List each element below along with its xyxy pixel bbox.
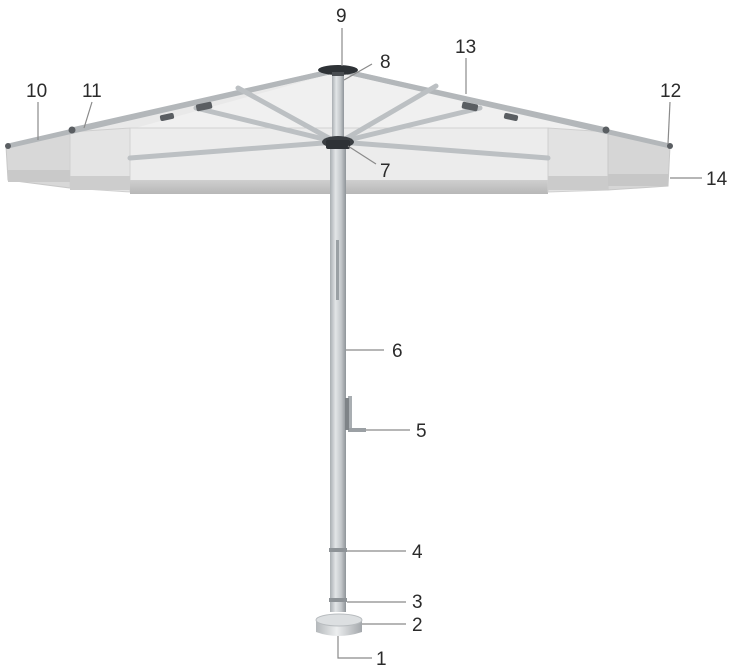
crank-mount — [345, 398, 349, 430]
rib-tip — [602, 126, 610, 134]
strut-right-front — [337, 83, 439, 145]
callout-13: 13 — [455, 37, 476, 58]
top-hub-cap — [318, 65, 358, 75]
leader-12 — [667, 101, 671, 145]
callout-6: 6 — [392, 341, 403, 362]
strut-left-mid — [193, 105, 339, 145]
runner-hub-body — [326, 140, 350, 149]
pole-label-strip — [336, 240, 339, 300]
callout-7: 7 — [380, 161, 391, 182]
callout-1: 1 — [376, 649, 387, 668]
callout-5: 5 — [416, 421, 427, 442]
valance-right-band — [548, 176, 608, 190]
rib-tip — [5, 143, 11, 149]
rib-right-outer — [335, 67, 673, 149]
callout-10: 10 — [26, 81, 47, 102]
crank-arm — [348, 396, 352, 432]
rib-joint — [159, 112, 175, 122]
callout-3: 3 — [412, 592, 423, 613]
crank-grip — [348, 428, 366, 432]
base — [315, 613, 363, 636]
rib-joint — [503, 112, 519, 122]
callout-14: 14 — [706, 169, 728, 190]
pole — [330, 142, 346, 612]
callout-4: 4 — [412, 542, 423, 563]
rib-left — [69, 67, 341, 133]
pole-collar — [329, 548, 347, 552]
rib-joints — [5, 101, 673, 149]
valance-right-outer-band — [608, 174, 668, 186]
strut-right-mid — [337, 105, 483, 145]
valance-left-band — [70, 176, 130, 190]
leader-1 — [337, 636, 372, 659]
crank-handle — [345, 396, 366, 432]
rib-joint — [195, 101, 213, 112]
pole-upper — [332, 76, 344, 142]
rib-tip — [68, 126, 76, 134]
valance-left-outer-band — [8, 170, 70, 182]
rib-joint — [461, 101, 479, 112]
runner-hub — [322, 136, 354, 149]
leader-8 — [343, 63, 373, 81]
struts — [127, 75, 551, 161]
ribs — [5, 67, 673, 149]
callout-8: 8 — [380, 52, 391, 73]
callout-9: 9 — [336, 6, 347, 27]
rib-tip — [667, 143, 673, 149]
strut-left-back — [127, 139, 339, 161]
callout-12: 12 — [660, 81, 681, 102]
leader-lines — [37, 28, 702, 659]
callout-11: 11 — [82, 81, 102, 102]
strut-left-front — [235, 85, 339, 145]
pole-collar-lower — [329, 598, 347, 602]
canopy — [5, 67, 671, 194]
leader-11 — [83, 101, 93, 129]
callout-2: 2 — [412, 615, 423, 636]
leader-7 — [347, 145, 377, 165]
callout-numbers: 1 2 3 4 5 6 7 8 9 10 11 12 13 14 — [26, 6, 728, 668]
base-top — [315, 613, 363, 627]
strut-right-back — [337, 139, 551, 161]
